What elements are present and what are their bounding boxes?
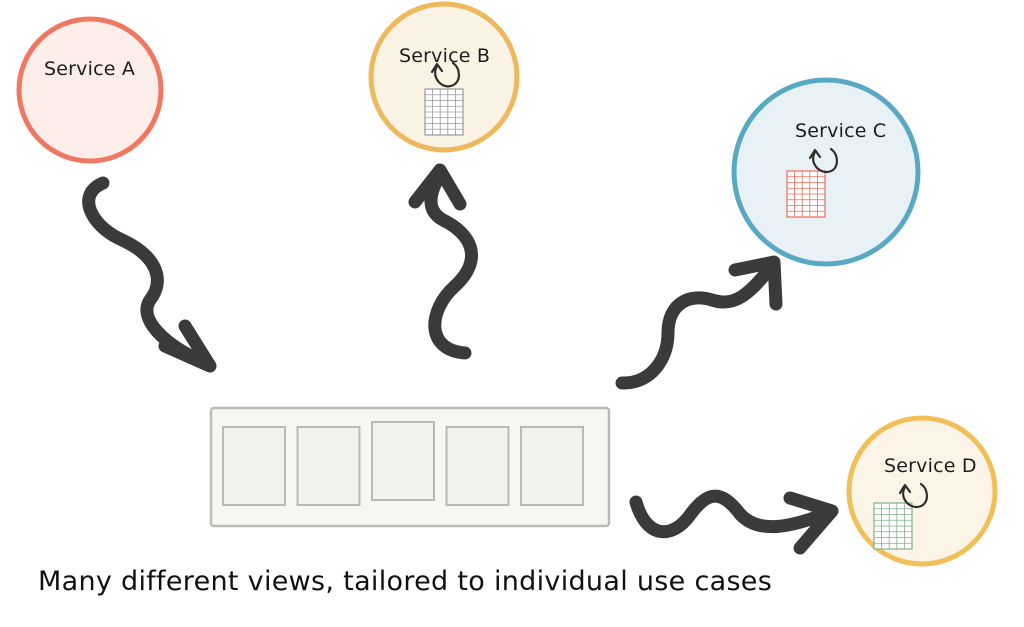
service-b-circle (368, 1, 520, 153)
arrow-service-a-to-log (82, 176, 217, 373)
event-log-slot (222, 426, 286, 506)
arrow-log-to-service-d (629, 489, 839, 555)
service-d-circle (846, 415, 998, 567)
service-b-refresh-icon (430, 61, 460, 88)
service-c-data-store-icon (786, 170, 826, 218)
service-d-refresh-icon (898, 482, 928, 508)
arrow-log-to-service-b (408, 163, 478, 360)
service-d-data-store-icon (873, 502, 913, 550)
event-log-slot (296, 426, 361, 506)
event-log-slot (520, 426, 584, 506)
diagram-caption: Many different views, tailored to indivi… (38, 566, 773, 597)
service-a-circle (16, 16, 164, 164)
service-c-label: Service C (795, 120, 887, 142)
service-b-data-store-icon (424, 88, 464, 136)
service-c-refresh-icon (808, 147, 838, 173)
service-b-label: Service B (399, 45, 491, 67)
event-log-slots (222, 421, 584, 506)
service-a-label: Service A (44, 58, 136, 80)
arrow-log-to-service-c (615, 255, 783, 390)
event-log-slot (445, 426, 510, 506)
event-log-slot (371, 421, 435, 501)
service-d-label: Service D (884, 455, 977, 477)
